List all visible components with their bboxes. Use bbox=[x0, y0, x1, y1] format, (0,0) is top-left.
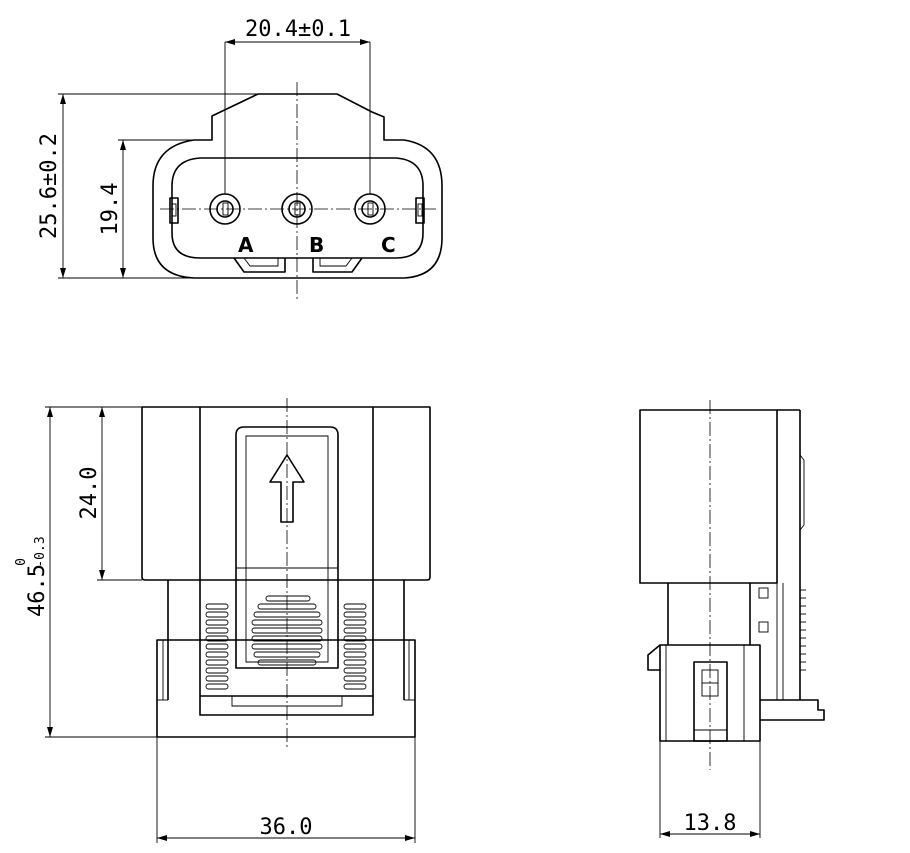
dimension-front-width: 36.0 bbox=[156, 737, 416, 843]
pin-label-c: C bbox=[381, 233, 396, 257]
pin-label-a: A bbox=[238, 233, 254, 257]
front-view-base bbox=[156, 639, 416, 738]
dimension-top-width: 20.4±0.1 bbox=[224, 17, 371, 194]
dimension-tolerance-upper: 0 bbox=[14, 558, 29, 566]
front-view-latch-lever bbox=[235, 426, 339, 669]
side-view-housing bbox=[639, 409, 778, 584]
side-view-release-tab bbox=[760, 699, 825, 721]
side-view: 13.8 bbox=[639, 400, 825, 838]
front-view: 24.0 46.5 0 -0.3 36.0 bbox=[14, 398, 431, 843]
side-view-window bbox=[693, 661, 728, 742]
top-view-left-slot bbox=[169, 197, 179, 224]
top-view: A B C 20.4±0.1 25.6±0.2 bbox=[37, 17, 443, 302]
front-view-latch-frame bbox=[199, 407, 374, 716]
dimension-label-front-total-height: 46.5 bbox=[25, 564, 50, 617]
dimension-front-total-height: 46.5 0 -0.3 bbox=[14, 406, 157, 738]
front-view-right-ribs bbox=[343, 603, 367, 690]
dimension-label-top-height-inner: 19.4 bbox=[98, 183, 123, 236]
top-view-right-slot bbox=[415, 197, 425, 224]
dimension-label-top-height-overall: 25.6±0.2 bbox=[37, 133, 62, 239]
top-view-key-right bbox=[312, 257, 363, 273]
dimension-label-front-upper-height: 24.0 bbox=[77, 467, 102, 520]
dimension-front-upper-height: 24.0 bbox=[77, 406, 142, 581]
front-view-left-ribs bbox=[205, 603, 229, 690]
side-view-latch-ribs bbox=[800, 589, 806, 671]
dimension-tolerance-lower: -0.3 bbox=[33, 536, 48, 567]
dimension-label-top-width: 20.4±0.1 bbox=[245, 17, 351, 42]
dimension-top-height-overall: 25.6±0.2 bbox=[37, 93, 258, 279]
top-view-key-left bbox=[233, 257, 286, 273]
dimension-side-width: 13.8 bbox=[659, 741, 761, 838]
dimension-label-front-width: 36.0 bbox=[260, 815, 313, 840]
front-view-housing bbox=[141, 406, 431, 581]
pin-label-b: B bbox=[309, 233, 324, 257]
top-view-inner-face bbox=[171, 157, 424, 259]
dimension-label-side-width: 13.8 bbox=[684, 811, 737, 836]
top-view-outer-body bbox=[152, 93, 443, 279]
dimension-top-height-inner: 19.4 bbox=[98, 139, 212, 278]
